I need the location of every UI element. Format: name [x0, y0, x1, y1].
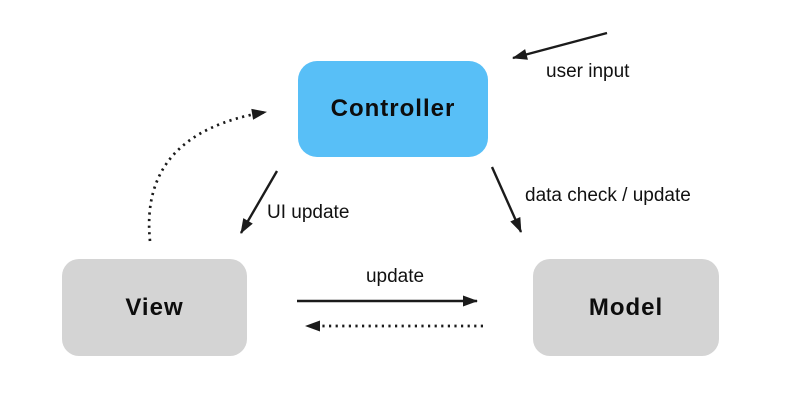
update-label: update [365, 266, 425, 287]
view-to-controller-dotted-arrow [147, 108, 267, 242]
node-view-label: View [125, 293, 184, 321]
node-controller: Controller [298, 61, 488, 157]
data-check-update-label: data check / update [525, 185, 691, 206]
node-view: View [62, 259, 247, 356]
node-model: Model [533, 259, 719, 356]
data-check-update-arrow [490, 166, 523, 233]
ui-update-label: UI update [267, 202, 350, 223]
user-input-arrow [512, 31, 608, 60]
node-model-label: Model [588, 293, 664, 321]
user-input-label: user input [546, 61, 630, 82]
node-controller-label: Controller [330, 95, 456, 122]
